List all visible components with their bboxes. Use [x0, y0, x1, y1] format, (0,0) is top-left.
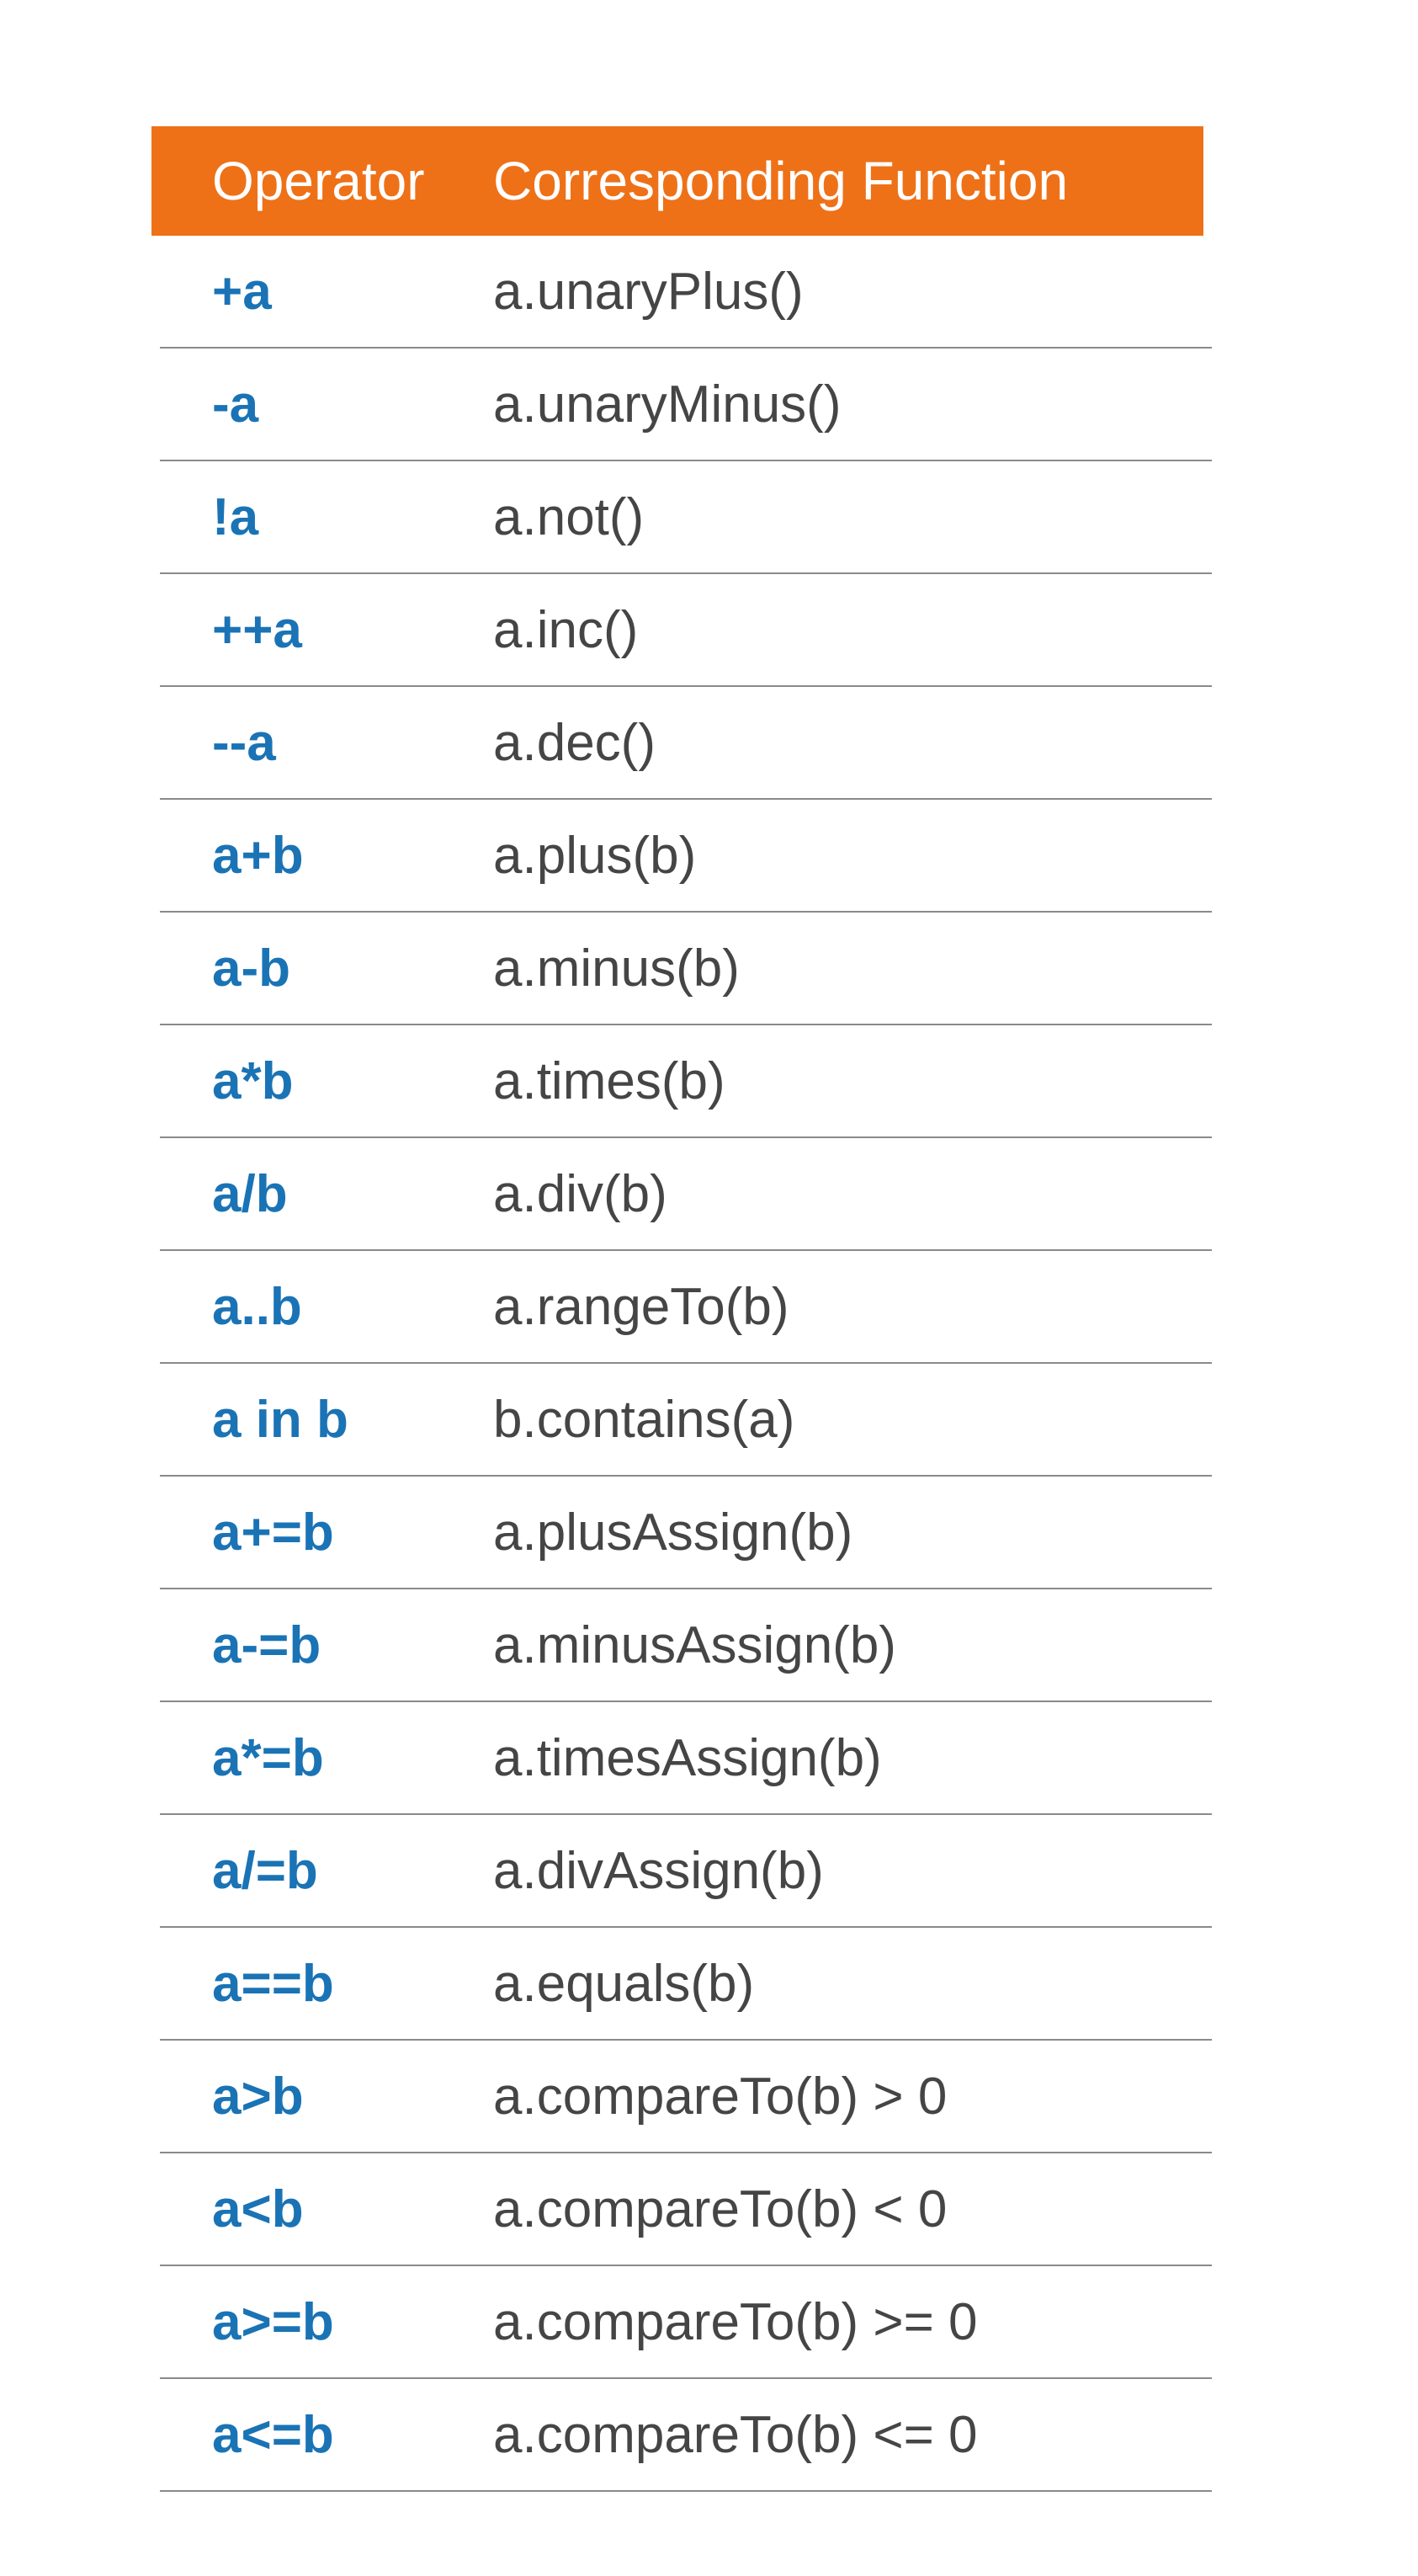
table-row: a>=b a.compareTo(b) >= 0 — [160, 2266, 1212, 2379]
function-cell: a.compareTo(b) <= 0 — [493, 2405, 978, 2464]
operator-cell: a*=b — [212, 1728, 324, 1787]
operator-cell: a/=b — [212, 1841, 318, 1900]
operator-cell: -a — [212, 375, 259, 434]
table-row: --a a.dec() — [160, 687, 1212, 800]
table-header: Operator Corresponding Function — [151, 126, 1203, 236]
table-row: -a a.unaryMinus() — [160, 349, 1212, 461]
operator-cell: a-b — [212, 939, 290, 998]
function-cell: a.equals(b) — [493, 1954, 755, 2013]
function-cell: a.plus(b) — [493, 826, 697, 885]
function-cell: a.plusAssign(b) — [493, 1503, 853, 1562]
header-operator: Operator — [212, 151, 425, 211]
operator-cell: a==b — [212, 1954, 334, 2013]
operator-cell: a+=b — [212, 1503, 334, 1562]
function-cell: a.not() — [493, 487, 645, 546]
function-cell: a.times(b) — [493, 1051, 725, 1110]
header-function: Corresponding Function — [493, 151, 1069, 211]
operator-cell: a>b — [212, 2067, 304, 2126]
operator-cell: ++a — [212, 600, 302, 659]
operator-cell: a in b — [212, 1390, 348, 1449]
table-row: a/b a.div(b) — [160, 1138, 1212, 1251]
table-row: ++a a.inc() — [160, 574, 1212, 687]
table-row: a>b a.compareTo(b) > 0 — [160, 2041, 1212, 2153]
operator-cell: a>=b — [212, 2292, 334, 2351]
function-cell: a.minus(b) — [493, 939, 740, 998]
table-row: a in b b.contains(a) — [160, 1364, 1212, 1477]
operator-cell: a*b — [212, 1051, 294, 1110]
operator-cell: +a — [212, 262, 272, 321]
operator-cell: a-=b — [212, 1615, 321, 1674]
function-cell: a.compareTo(b) >= 0 — [493, 2292, 978, 2351]
table-row: a<b a.compareTo(b) < 0 — [160, 2153, 1212, 2266]
function-cell: a.timesAssign(b) — [493, 1728, 882, 1787]
table-body: +a a.unaryPlus() -a a.unaryMinus() !a a.not()… — [151, 236, 1212, 2492]
function-cell: a.unaryPlus() — [493, 262, 804, 321]
table-row: a..b a.rangeTo(b) — [160, 1251, 1212, 1364]
table-row: a<=b a.compareTo(b) <= 0 — [160, 2379, 1212, 2492]
table-row: a-=b a.minusAssign(b) — [160, 1589, 1212, 1702]
function-cell: a.div(b) — [493, 1164, 667, 1223]
operator-cell: --a — [212, 713, 276, 772]
operator-cell: a+b — [212, 826, 304, 885]
function-cell: a.dec() — [493, 713, 656, 772]
function-cell: a.inc() — [493, 600, 639, 659]
operator-cell: a/b — [212, 1164, 288, 1223]
function-cell: a.compareTo(b) > 0 — [493, 2067, 948, 2126]
function-cell: a.rangeTo(b) — [493, 1277, 789, 1336]
function-cell: a.minusAssign(b) — [493, 1615, 896, 1674]
table-row: a*b a.times(b) — [160, 1025, 1212, 1138]
operator-cell: !a — [212, 487, 259, 546]
function-cell: b.contains(a) — [493, 1390, 795, 1449]
operator-cell: a<b — [212, 2179, 304, 2238]
function-cell: a.unaryMinus() — [493, 375, 842, 434]
table-row: a-b a.minus(b) — [160, 913, 1212, 1025]
table-row: a+=b a.plusAssign(b) — [160, 1477, 1212, 1589]
operator-table: Operator Corresponding Function +a a.unar… — [151, 126, 1212, 2492]
table-row: a*=b a.timesAssign(b) — [160, 1702, 1212, 1815]
table-row: +a a.unaryPlus() — [160, 236, 1212, 349]
table-row: a/=b a.divAssign(b) — [160, 1815, 1212, 1928]
function-cell: a.compareTo(b) < 0 — [493, 2179, 948, 2238]
table-row: a==b a.equals(b) — [160, 1928, 1212, 2041]
table-row: !a a.not() — [160, 461, 1212, 574]
function-cell: a.divAssign(b) — [493, 1841, 824, 1900]
operator-cell: a<=b — [212, 2405, 334, 2464]
table-row: a+b a.plus(b) — [160, 800, 1212, 913]
operator-cell: a..b — [212, 1277, 302, 1336]
